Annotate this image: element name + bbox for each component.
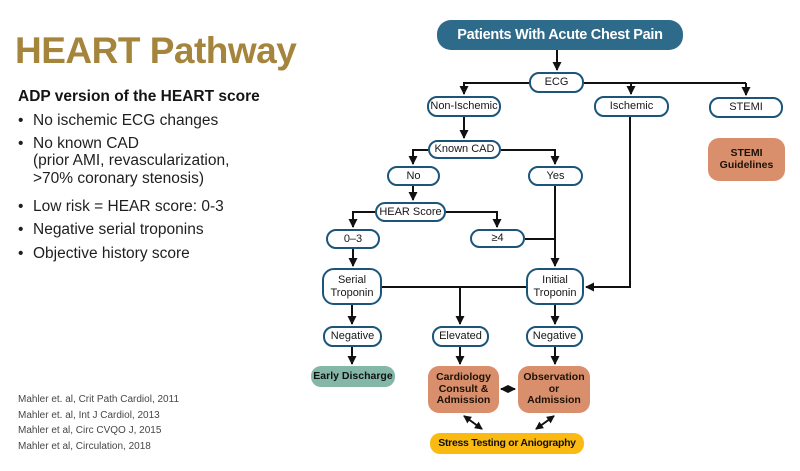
node-known-cad: Known CAD xyxy=(428,140,501,159)
bullet-item: Negative serial troponins xyxy=(18,221,308,238)
citation-list: Mahler et. al, Crit Path Cardiol, 2011 M… xyxy=(18,392,179,454)
node-score-0-3: 0–3 xyxy=(326,229,380,249)
node-serial-troponin: Serial Troponin xyxy=(322,268,382,305)
citation-line: Mahler et. al, Crit Path Cardiol, 2011 xyxy=(18,394,180,405)
subtitle: ADP version of the HEART score xyxy=(18,88,260,105)
bullet-item: No ischemic ECG changes xyxy=(18,112,308,129)
node-hear-score: HEAR Score xyxy=(375,202,446,222)
citation-line: Mahler et al, Circulation, 2018 xyxy=(18,440,151,452)
node-no: No xyxy=(387,166,440,186)
node-stemi: STEMI xyxy=(709,97,783,118)
node-stress-testing-or-aniography: Stress Testing or Aniography xyxy=(430,433,584,454)
bullet-item: Objective history score xyxy=(18,245,308,262)
node-non-ischemic: Non-Ischemic xyxy=(427,96,501,117)
node-observation-or-admission: Observation or Admission xyxy=(518,366,590,413)
node-elevated: Elevated xyxy=(432,326,489,347)
node-cardiology-consult-admission: Cardiology Consult & Admission xyxy=(428,366,499,413)
node-initial-troponin: Initial Troponin xyxy=(526,268,584,305)
node-negative-initial: Negative xyxy=(526,326,583,347)
node-score-ge4: ≥4 xyxy=(470,229,525,248)
bullet-item: Low risk = HEAR score: 0-3 xyxy=(18,198,308,215)
page-title: HEART Pathway xyxy=(15,30,297,71)
bullet-list: No ischemic ECG changes No known CAD (pr… xyxy=(18,112,308,268)
node-ecg: ECG xyxy=(529,72,584,93)
node-yes: Yes xyxy=(528,166,583,186)
bullet-item: No known CAD xyxy=(18,135,308,152)
citation-line: Mahler et al, Circ CVQO J, 2015 xyxy=(18,425,162,437)
node-patients-acute-chest-pain: Patients With Acute Chest Pain xyxy=(437,20,683,50)
bullet-subline: >70% coronary stenosis) xyxy=(33,169,205,187)
node-negative-serial: Negative xyxy=(323,326,382,347)
node-ischemic: Ischemic xyxy=(594,96,669,117)
node-early-discharge: Early Discharge xyxy=(311,366,395,387)
bullet-subline: (prior AMI, revascularization, xyxy=(33,152,230,169)
node-stemi-guidelines: STEMI Guidelines xyxy=(708,138,785,181)
citation-line: Mahler et. al, Int J Cardiol, 2013 xyxy=(18,409,160,421)
